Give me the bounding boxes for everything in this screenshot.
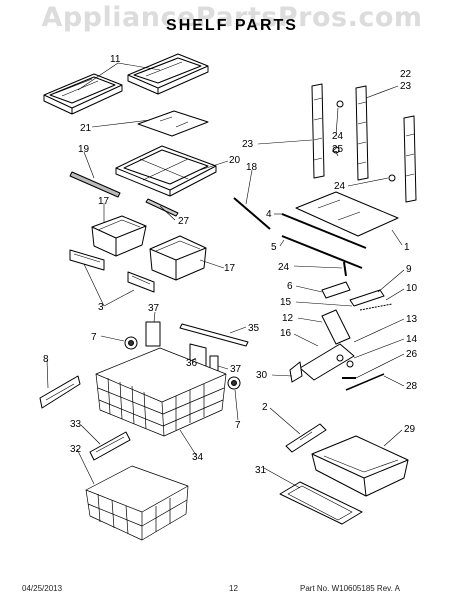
- callout-23-top: 23: [400, 81, 412, 92]
- crisper-drawer-left: [91, 215, 147, 257]
- slide-rail: [179, 323, 249, 347]
- basket-bracket-left: [145, 321, 161, 347]
- drawer-handle-lower: [127, 271, 155, 293]
- glass-shelf: [295, 191, 399, 237]
- callout-7-left: 7: [91, 332, 97, 343]
- page-title: SHELF PARTS: [166, 17, 298, 34]
- slide-mechanism: [299, 309, 355, 381]
- crisper-drawer-right: [149, 235, 207, 281]
- callout-8: 8: [43, 354, 49, 365]
- callout-4: 4: [266, 209, 272, 220]
- spring-clip: [359, 303, 393, 311]
- callout-7-right: 7: [235, 420, 241, 431]
- callout-12: 12: [282, 313, 294, 324]
- callout-10: 10: [406, 283, 418, 294]
- shelf-trim-front: [281, 213, 367, 249]
- callout-2: 2: [262, 402, 268, 413]
- callout-19: 19: [78, 144, 90, 155]
- callout-24-lower: 24: [278, 262, 290, 273]
- basket-front-handle: [89, 431, 131, 461]
- callout-30: 30: [256, 370, 268, 381]
- callout-26: 26: [406, 349, 418, 360]
- callout-15: 15: [280, 297, 292, 308]
- callout-24-middle: 24: [334, 181, 346, 192]
- callout-labels: 11 21 19 20 18 27 17 17 3 37 35 7 36 37 …: [43, 54, 418, 476]
- callout-25: 25: [332, 144, 344, 155]
- footer-page-number: 12: [229, 584, 238, 593]
- callout-32: 32: [70, 444, 82, 455]
- shelf-frame-left: [43, 73, 123, 115]
- shelf-trim-rear: [281, 235, 363, 269]
- callout-34: 34: [192, 452, 204, 463]
- callout-9: 9: [406, 264, 412, 275]
- callout-37-left: 37: [148, 303, 160, 314]
- bar-rod: [345, 373, 385, 391]
- callout-3: 3: [98, 302, 104, 313]
- callout-33: 33: [70, 419, 82, 430]
- drawer-handle-upper: [69, 249, 105, 271]
- support-rod: [233, 197, 271, 230]
- callout-14: 14: [406, 334, 418, 345]
- callout-1: 1: [404, 242, 410, 253]
- callout-29: 29: [404, 424, 416, 435]
- callout-28: 28: [406, 381, 418, 392]
- callout-5: 5: [271, 242, 277, 253]
- roller-wheel-left: [124, 336, 138, 350]
- callout-17-right: 17: [224, 263, 236, 274]
- shelf-frame-right: [127, 53, 209, 95]
- callout-6: 6: [287, 281, 293, 292]
- roller-wheel-right: [227, 376, 241, 390]
- callout-31: 31: [255, 465, 267, 476]
- footer-part-number: Part No. W10605185 Rev. A: [300, 584, 400, 593]
- shelf-support-pin: [343, 261, 347, 277]
- shelf-bracket: [321, 281, 351, 299]
- callout-20: 20: [229, 155, 241, 166]
- watermark: AppliancePartsPros.com: [41, 2, 423, 33]
- callout-18: 18: [246, 162, 258, 173]
- callout-36: 36: [186, 358, 198, 369]
- callout-35: 35: [248, 323, 260, 334]
- basket-side-handle: [39, 375, 81, 409]
- callout-37-right: 37: [230, 364, 242, 375]
- callout-17-left: 17: [98, 196, 110, 207]
- callout-21: 21: [80, 123, 92, 134]
- trim-strip: [69, 171, 121, 198]
- callout-22: 22: [400, 69, 412, 80]
- hinge-piece: [349, 289, 385, 307]
- snack-drawer-tray: [311, 435, 409, 497]
- shelf-rail-right: [403, 115, 417, 203]
- callout-16: 16: [280, 328, 292, 339]
- wire-basket-upper: [95, 347, 227, 437]
- drawer-trim: [285, 423, 327, 453]
- shelf-rail-center: [355, 85, 369, 181]
- shelf-rail-left: [311, 83, 325, 179]
- wire-basket-lower: [85, 465, 189, 541]
- callout-11: 11: [110, 54, 121, 65]
- callout-13: 13: [406, 314, 418, 325]
- footer-date: 04/25/2013: [22, 584, 63, 593]
- callout-23-left: 23: [242, 139, 254, 150]
- retainer-clip: [289, 361, 303, 383]
- glass-shelf-insert: [137, 110, 209, 137]
- screw-lower: [388, 174, 396, 182]
- screw-middle: [332, 146, 340, 154]
- crisper-cover-frame: [115, 145, 217, 197]
- callout-24-upper: 24: [332, 131, 344, 142]
- screw-upper: [336, 100, 344, 108]
- drawer-front-panel: [279, 481, 363, 525]
- callout-27: 27: [178, 216, 190, 227]
